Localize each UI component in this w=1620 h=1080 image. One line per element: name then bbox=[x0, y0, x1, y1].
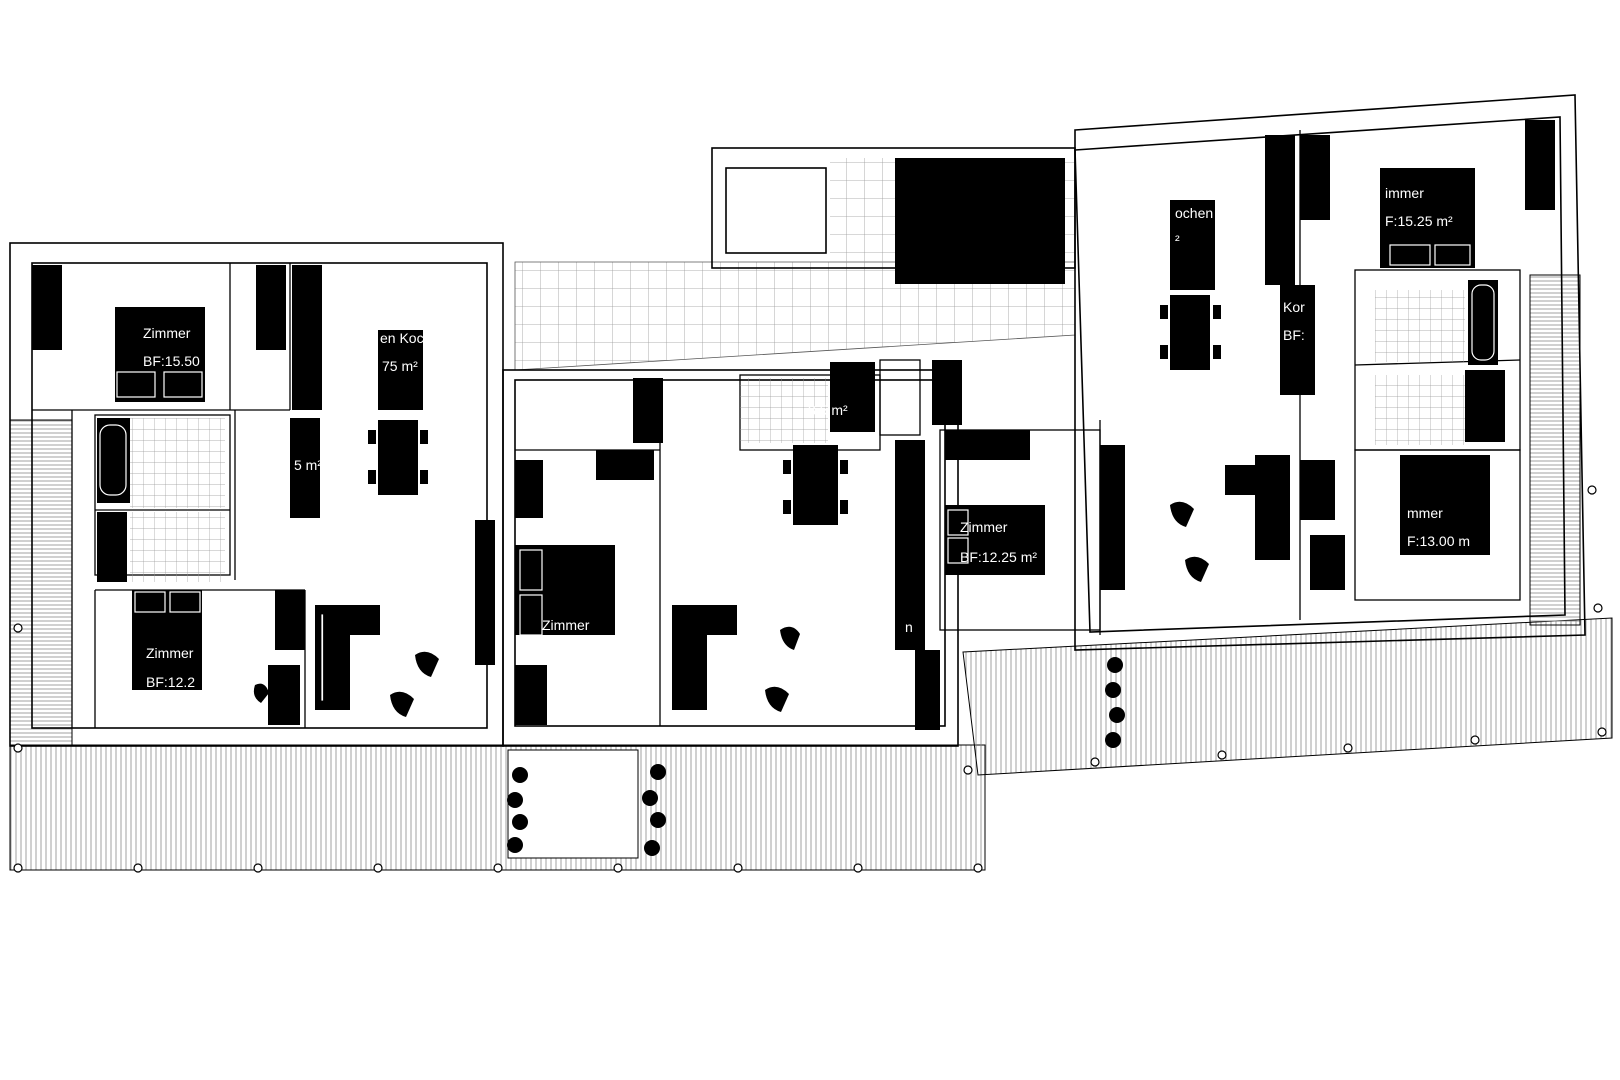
cabinet bbox=[932, 360, 962, 425]
room-area-zimmer-a: BF:15.50 bbox=[143, 353, 200, 369]
cabinet bbox=[1465, 370, 1505, 442]
room-name-living-mid: n bbox=[905, 619, 913, 635]
wardrobe bbox=[275, 590, 305, 650]
chairs bbox=[253, 305, 1221, 717]
room-name-kitchen-right: ochen bbox=[1175, 205, 1213, 221]
sofa bbox=[672, 605, 707, 710]
sofa bbox=[1255, 455, 1290, 560]
room-area-zimmer-f: F:13.00 m bbox=[1407, 533, 1470, 549]
furniture bbox=[32, 120, 1555, 730]
bathtub bbox=[97, 418, 130, 503]
room-name-zimmer-b: Zimmer bbox=[146, 645, 194, 661]
dining-table bbox=[793, 445, 838, 525]
room-name-korridor-right: Kor bbox=[1283, 299, 1305, 315]
room-name-zimmer-e: immer bbox=[1385, 185, 1424, 201]
room-area-kitchen-left: 75 m² bbox=[382, 358, 418, 374]
counter bbox=[830, 362, 875, 432]
dining-table bbox=[1170, 295, 1210, 370]
sideboard bbox=[475, 520, 495, 665]
room-labels: Zimmer BF:15.50 Zimmer BF:12.2 en Koc 75… bbox=[143, 185, 1470, 690]
room-area-zimmer-d: BF:12.25 m² bbox=[960, 549, 1037, 565]
bed-zimmer-b bbox=[132, 590, 202, 690]
room-name-zimmer-a: Zimmer bbox=[143, 325, 191, 341]
stair-block bbox=[895, 158, 1065, 284]
desk bbox=[515, 665, 547, 725]
wardrobe bbox=[32, 265, 62, 350]
kitchen-island bbox=[1170, 200, 1215, 290]
desk bbox=[1310, 535, 1345, 590]
terrace-left bbox=[9, 744, 986, 871]
wardrobe bbox=[945, 430, 1030, 460]
terrace-right bbox=[962, 274, 1613, 776]
shelf bbox=[97, 512, 127, 582]
terrace-side-left bbox=[9, 419, 73, 746]
wardrobe bbox=[1525, 120, 1555, 210]
kitchen-counter bbox=[292, 265, 322, 410]
kitchen-island bbox=[378, 330, 423, 410]
room-name-zimmer-f: mmer bbox=[1407, 505, 1443, 521]
cabinet bbox=[1300, 135, 1330, 220]
room-area-korridor-right: BF: bbox=[1283, 327, 1305, 343]
bathroom-tiles bbox=[130, 290, 1465, 582]
desk bbox=[268, 665, 300, 725]
room-name-kitchen-left: en Koc bbox=[380, 330, 424, 346]
cabinet bbox=[633, 378, 663, 443]
wardrobe bbox=[256, 265, 286, 350]
room-area-bath-mid: 3.5 m² bbox=[808, 402, 848, 418]
bathtub bbox=[1468, 280, 1498, 365]
cabinet bbox=[515, 460, 543, 518]
bed-zimmer-a bbox=[115, 307, 205, 402]
columns bbox=[13, 485, 1607, 873]
planter-area bbox=[507, 749, 639, 859]
fixtures bbox=[99, 244, 1495, 701]
sofa bbox=[315, 605, 350, 710]
room-area-zimmer-e: F:15.25 m² bbox=[1385, 213, 1453, 229]
room-area-zimmer-b: BF:12.2 bbox=[146, 674, 195, 690]
kitchen-counter bbox=[895, 440, 925, 650]
cabinet bbox=[290, 418, 320, 518]
room-area-hall-left: 5 m² bbox=[294, 457, 322, 473]
bed-zimmer-e bbox=[1380, 168, 1475, 268]
room-area-kitchen-right: ² bbox=[1175, 232, 1180, 248]
room-name-zimmer-c: Zimmer bbox=[542, 617, 590, 633]
bed-zimmer-f bbox=[1400, 455, 1490, 555]
kitchen-counter bbox=[1265, 135, 1295, 285]
cabinet bbox=[596, 450, 654, 480]
sideboard bbox=[1100, 445, 1125, 590]
plants bbox=[507, 657, 1125, 856]
cabinet bbox=[915, 650, 940, 730]
korridor-cabinet bbox=[1280, 285, 1315, 395]
dining-table bbox=[378, 420, 418, 495]
room-name-zimmer-d: Zimmer bbox=[960, 519, 1008, 535]
wardrobe bbox=[1300, 460, 1335, 520]
